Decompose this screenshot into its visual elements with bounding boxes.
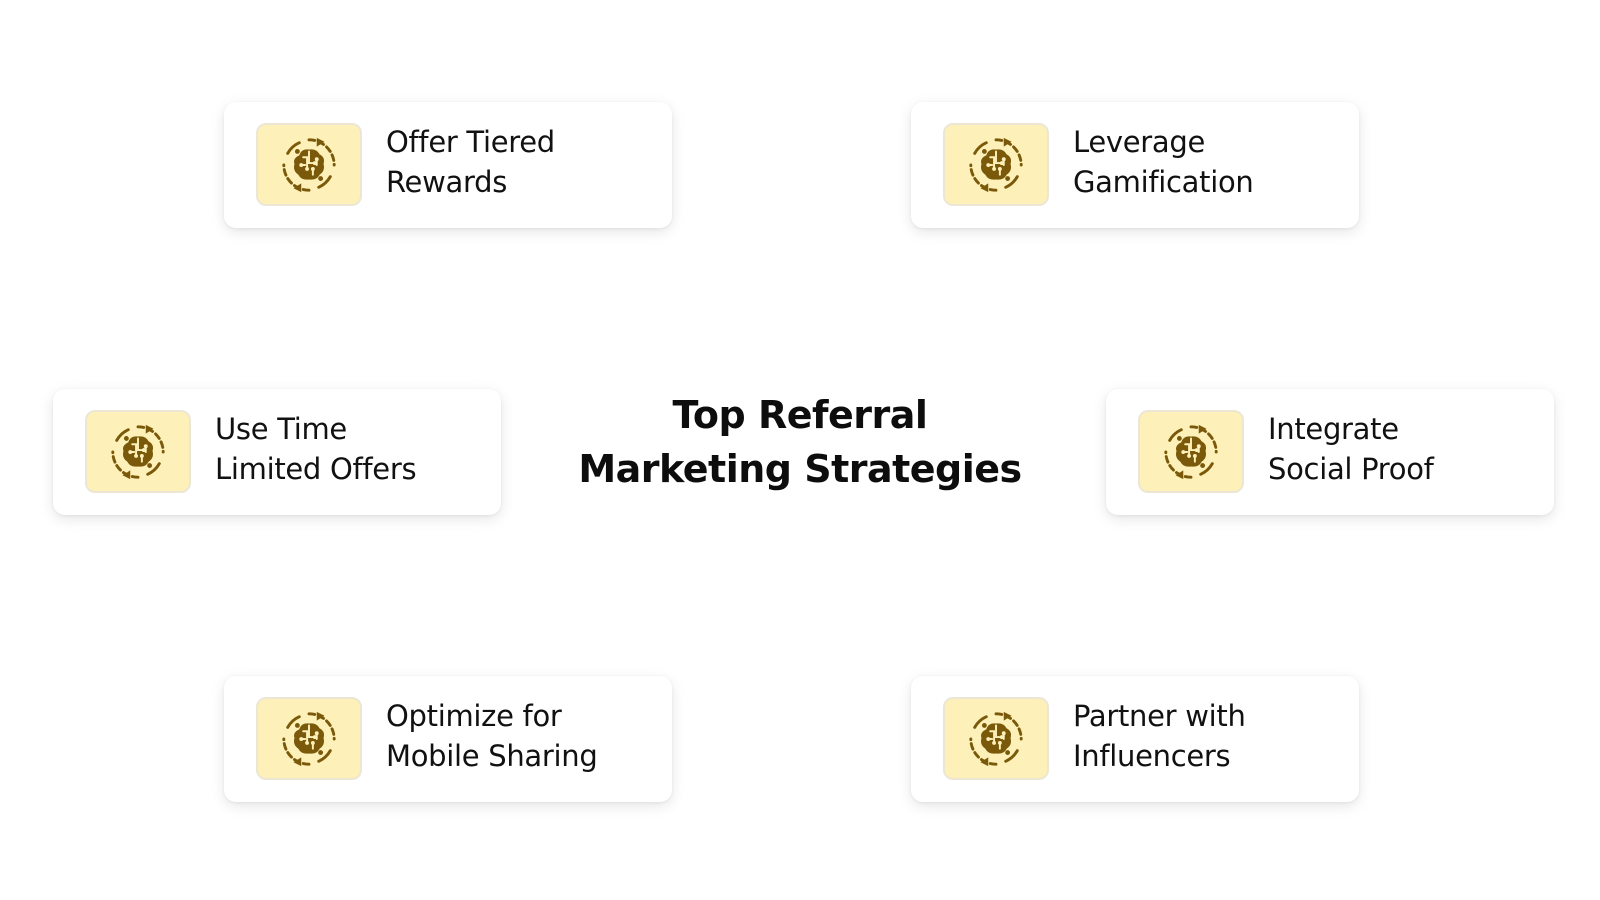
strategy-label-line-2: Influencers (1073, 739, 1231, 773)
circuit-brain-refresh-icon (965, 134, 1027, 196)
strategy-label-line-1: Integrate (1268, 412, 1399, 446)
strategy-card-tiered-rewards: Offer Tiered Rewards (224, 102, 672, 228)
strategy-label-line-2: Gamification (1073, 165, 1254, 199)
strategy-icon-box (943, 123, 1049, 206)
circuit-brain-refresh-icon (965, 708, 1027, 770)
strategy-icon-box (256, 123, 362, 206)
circuit-brain-refresh-icon (107, 421, 169, 483)
strategy-icon-box (943, 697, 1049, 780)
diagram-title: Top Referral Marketing Strategies (555, 388, 1045, 496)
strategy-label-line-1: Leverage (1073, 125, 1206, 159)
strategy-label-line-2: Limited Offers (215, 452, 417, 486)
strategy-label: Optimize for Mobile Sharing (386, 696, 656, 776)
diagram-title-line-2: Marketing Strategies (578, 447, 1022, 491)
strategy-label: Partner with Influencers (1073, 696, 1343, 776)
strategy-card-mobile-sharing: Optimize for Mobile Sharing (224, 676, 672, 802)
strategy-label-line-2: Rewards (386, 165, 508, 199)
circuit-brain-refresh-icon (278, 134, 340, 196)
strategy-label-line-2: Mobile Sharing (386, 739, 598, 773)
circuit-brain-refresh-icon (278, 708, 340, 770)
strategy-label-line-1: Offer Tiered (386, 125, 555, 159)
strategy-icon-box (256, 697, 362, 780)
strategy-card-gamification: Leverage Gamification (911, 102, 1359, 228)
strategy-label: Offer Tiered Rewards (386, 122, 656, 202)
strategy-icon-box (1138, 410, 1244, 493)
strategy-label: Leverage Gamification (1073, 122, 1343, 202)
strategy-card-influencers: Partner with Influencers (911, 676, 1359, 802)
circuit-brain-refresh-icon (1160, 421, 1222, 483)
strategy-label: Use Time Limited Offers (215, 409, 485, 489)
strategy-label-line-2: Social Proof (1268, 452, 1434, 486)
strategy-label-line-1: Optimize for (386, 699, 562, 733)
strategy-card-social-proof: Integrate Social Proof (1106, 389, 1554, 515)
diagram-title-line-1: Top Referral (672, 393, 928, 437)
strategy-card-time-limited-offers: Use Time Limited Offers (53, 389, 501, 515)
strategy-icon-box (85, 410, 191, 493)
strategy-label-line-1: Use Time (215, 412, 347, 446)
strategy-label: Integrate Social Proof (1268, 409, 1538, 489)
strategy-label-line-1: Partner with (1073, 699, 1246, 733)
